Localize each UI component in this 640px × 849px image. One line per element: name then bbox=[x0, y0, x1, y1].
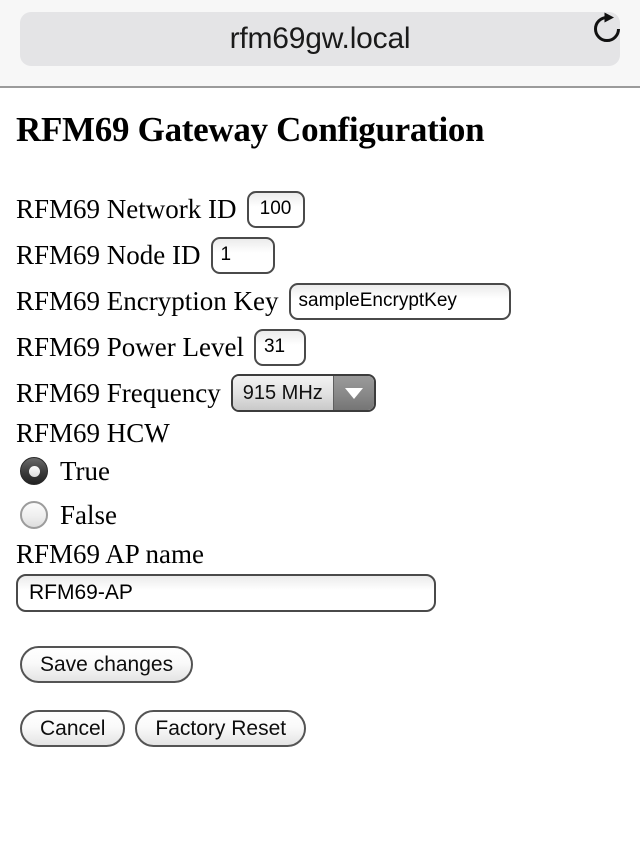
node-id-label: RFM69 Node ID bbox=[16, 239, 201, 270]
encryption-key-label: RFM69 Encryption Key bbox=[16, 285, 279, 316]
power-level-label: RFM69 Power Level bbox=[16, 331, 244, 362]
save-changes-button[interactable]: Save changes bbox=[20, 646, 194, 683]
radio-false-indicator[interactable] bbox=[20, 501, 48, 529]
encryption-key-input[interactable] bbox=[288, 282, 511, 320]
frequency-select[interactable]: 915 MHz bbox=[230, 374, 376, 412]
ap-name-label: RFM69 AP name bbox=[16, 539, 205, 569]
hcw-group-label: RFM69 HCW bbox=[16, 418, 170, 448]
frequency-select-value: 915 MHz bbox=[232, 376, 333, 410]
network-id-label: RFM69 Network ID bbox=[16, 193, 237, 224]
frequency-label: RFM69 Frequency bbox=[16, 377, 221, 408]
browser-toolbar: rfm69gw.local bbox=[0, 0, 640, 88]
cancel-button[interactable]: Cancel bbox=[20, 710, 126, 747]
page-content: RFM69 Gateway Configuration RFM69 Networ… bbox=[0, 88, 640, 747]
ap-name-input[interactable] bbox=[16, 574, 436, 612]
field-row-power-level: RFM69 Power Level bbox=[16, 324, 624, 370]
reload-icon[interactable] bbox=[590, 12, 624, 46]
radio-false-label: False bbox=[60, 499, 117, 530]
page-title: RFM69 Gateway Configuration bbox=[16, 110, 485, 149]
radio-option-true[interactable]: True bbox=[16, 449, 624, 493]
radio-option-false[interactable]: False bbox=[16, 493, 624, 537]
field-row-node-id: RFM69 Node ID bbox=[16, 232, 624, 278]
address-bar[interactable]: rfm69gw.local bbox=[20, 12, 620, 66]
radio-true-indicator[interactable] bbox=[20, 457, 48, 485]
config-form: RFM69 Network ID RFM69 Node ID RFM69 Enc… bbox=[16, 186, 624, 747]
caret-glyph bbox=[344, 387, 363, 399]
field-row-frequency: RFM69 Frequency 915 MHz bbox=[16, 370, 624, 416]
factory-reset-button[interactable]: Factory Reset bbox=[135, 710, 307, 747]
address-bar-url: rfm69gw.local bbox=[229, 22, 411, 55]
node-id-input[interactable] bbox=[210, 236, 275, 274]
field-row-network-id: RFM69 Network ID bbox=[16, 186, 624, 232]
chevron-down-icon[interactable] bbox=[332, 376, 374, 410]
network-id-input[interactable] bbox=[246, 190, 305, 228]
power-level-input[interactable] bbox=[253, 328, 306, 366]
save-button-row: Save changes bbox=[16, 646, 624, 683]
action-button-row: Cancel Factory Reset bbox=[16, 710, 624, 747]
field-row-encryption-key: RFM69 Encryption Key bbox=[16, 278, 624, 324]
radio-true-label: True bbox=[60, 455, 111, 486]
